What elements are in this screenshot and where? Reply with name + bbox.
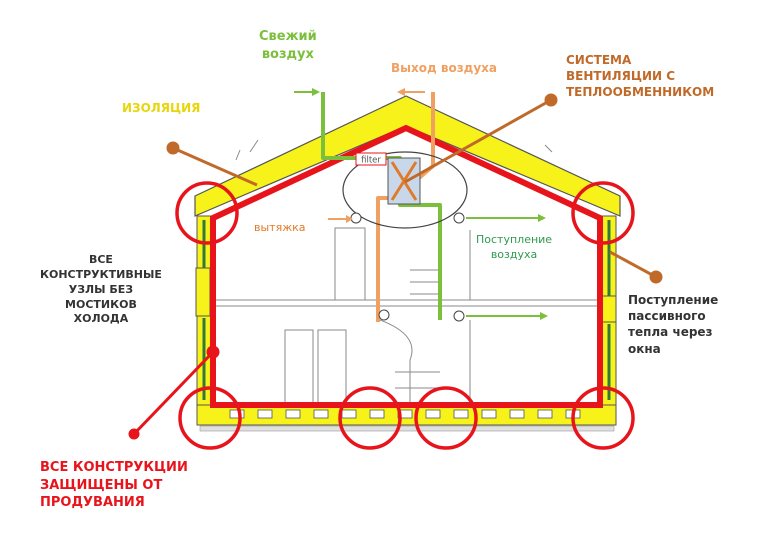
junction-circle bbox=[571, 386, 635, 450]
exchanger-zone bbox=[342, 151, 468, 229]
airtight-envelope bbox=[210, 124, 603, 408]
exhaust-return-duct bbox=[376, 196, 405, 322]
junction-circle bbox=[571, 181, 635, 245]
leader-lines bbox=[166, 93, 663, 284]
insulation-label: ИЗОЛЯЦИЯ bbox=[122, 101, 201, 115]
exhaust-valve-icon bbox=[378, 309, 390, 321]
insulation-layer bbox=[194, 95, 621, 432]
system-label: СИСТЕМА ВЕНТИЛЯЦИИ С ТЕПЛООБМЕННИКОМ bbox=[566, 53, 715, 100]
exhaust-label: вытяжка bbox=[254, 221, 306, 234]
fresh-air-label: Свежий воздух bbox=[259, 29, 317, 62]
exhaust-valve-icon bbox=[350, 212, 362, 224]
air-valves bbox=[350, 212, 465, 322]
red-leader-lines bbox=[128, 345, 220, 440]
roof-insulation bbox=[194, 95, 621, 217]
supply-valve-icon bbox=[453, 310, 465, 322]
junction-circle bbox=[178, 386, 242, 450]
supply-valve-icon bbox=[453, 212, 465, 224]
cold-bridges-label: ВСЕ КОНСТРУКТИВНЫЕ УЗЛЫ БЕЗ МОСТИКОВ ХОЛ… bbox=[40, 253, 162, 326]
filter-box bbox=[355, 152, 387, 166]
cold-bridge-markers bbox=[175, 181, 635, 450]
junction-circle bbox=[414, 386, 478, 450]
junction-circle bbox=[338, 386, 402, 450]
filter-label: filter bbox=[361, 156, 381, 166]
junction-circle bbox=[175, 181, 239, 245]
interior-drawing bbox=[205, 139, 605, 409]
air-flow-arrows bbox=[328, 214, 548, 320]
air-supply-label: Поступление воздуха bbox=[476, 233, 553, 261]
airtight-label: ВСЕ КОНСТРУКЦИИ ЗАЩИЩЕНЫ ОТ ПРОДУВАНИЯ bbox=[40, 460, 188, 511]
passive-heat-label: Поступление пассивного тепла через окна bbox=[628, 293, 719, 356]
exchanger-cross bbox=[390, 161, 418, 201]
air-exit-label: Выход воздуха bbox=[391, 61, 498, 75]
